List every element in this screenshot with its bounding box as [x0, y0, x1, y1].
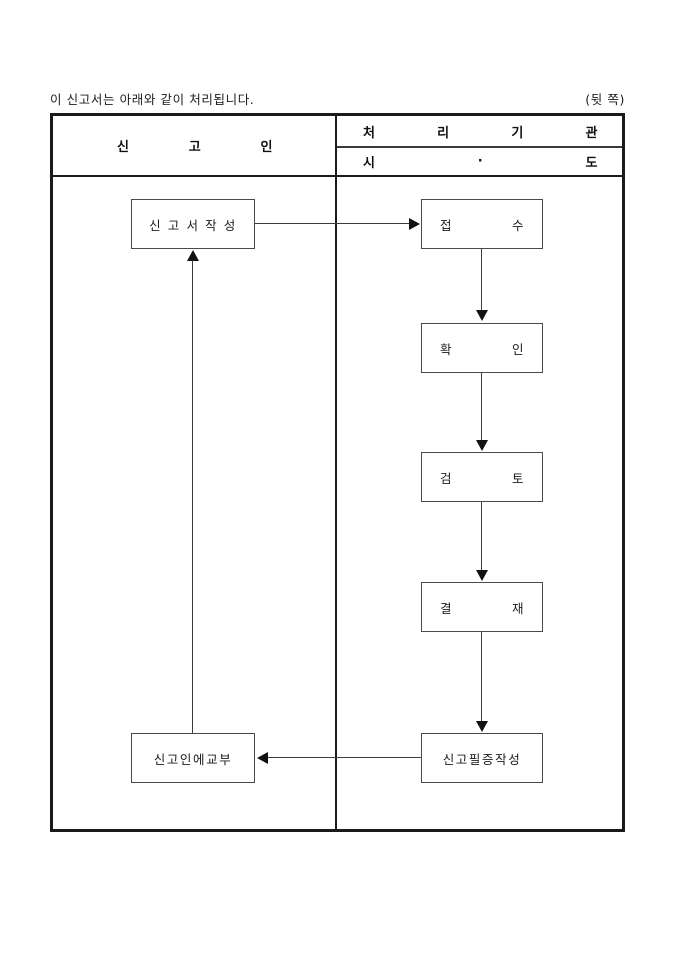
arrow-down-icon-to-approve	[476, 570, 488, 581]
flow-box-confirm-label: 확 인	[422, 339, 542, 358]
flow-box-deliver-to-declarant-label: 신고인에교부	[153, 751, 233, 767]
flow-box-receive[interactable]: 접 수	[421, 199, 543, 249]
header-sido-separator: ·	[477, 153, 484, 169]
header-agency-char-2: 리	[437, 125, 450, 141]
connector-approve-to-issue-certificate	[481, 632, 483, 722]
flow-box-review-label-left: 검	[440, 470, 453, 486]
flow-box-deliver-to-declarant[interactable]: 신고인에교부	[131, 733, 255, 783]
flow-box-issue-certificate[interactable]: 신고필증작성	[421, 733, 543, 783]
header-declarant: 신 고 인	[53, 116, 335, 175]
connector-deliver-to-write-form	[192, 261, 194, 733]
page-side-label: (뒷 쪽)	[585, 92, 625, 107]
header-sido-char-1: 시	[363, 155, 376, 171]
caption-row: 이 신고서는 아래와 같이 처리됩니다. (뒷 쪽)	[50, 89, 625, 109]
header-agency-char-3: 기	[511, 125, 524, 141]
arrow-right-icon-to-receive	[409, 218, 420, 230]
connector-review-to-approve	[481, 502, 483, 571]
flow-box-issue-certificate-label: 신고필증작성	[442, 751, 522, 767]
arrow-down-icon-to-issue-certificate	[476, 721, 488, 732]
arrow-up-icon-to-write-form	[187, 250, 199, 261]
flow-box-review-label-right: 토	[511, 470, 524, 486]
header-declarant-char-2: 고	[188, 140, 202, 155]
arrow-down-icon-to-review	[476, 440, 488, 451]
header-sido: 시 · 도	[337, 148, 622, 175]
header-agency-char-1: 처	[363, 125, 376, 141]
process-flow-table: 신 고 인 처 리 기 관 시 · 도 신 고 서 작 성 신고인에교부 접 수…	[50, 113, 625, 832]
flow-box-receive-label: 접 수	[422, 215, 542, 234]
header-agency-char-4: 관	[585, 125, 598, 141]
connector-issue-certificate-to-deliver	[268, 757, 421, 759]
header-rule-agency-sido	[337, 146, 622, 148]
column-divider	[335, 116, 337, 829]
flow-box-approve-label-left: 결	[440, 600, 453, 616]
header-sido-char-3: 도	[585, 155, 598, 171]
arrow-down-icon-to-confirm	[476, 310, 488, 321]
connector-confirm-to-review	[481, 373, 483, 441]
flow-box-confirm-label-right: 인	[511, 341, 524, 357]
header-declarant-char-3: 인	[260, 140, 273, 155]
flow-box-approve-label: 결 재	[422, 598, 542, 617]
flow-box-review[interactable]: 검 토	[421, 452, 543, 502]
flow-box-approve-label-right: 재	[511, 600, 524, 616]
header-declarant-char-1: 신	[117, 140, 130, 155]
connector-receive-to-confirm	[481, 249, 483, 311]
intro-text: 이 신고서는 아래와 같이 처리됩니다.	[50, 92, 255, 107]
header-rule-declarant	[53, 175, 335, 177]
connector-write-form-to-receive	[255, 223, 410, 225]
flow-box-receive-label-left: 접	[440, 217, 453, 233]
header-processing-agency: 처 리 기 관	[337, 116, 622, 146]
arrow-left-icon-to-deliver	[257, 752, 268, 764]
flow-box-write-form[interactable]: 신 고 서 작 성	[131, 199, 255, 249]
flow-box-confirm-label-left: 확	[440, 341, 453, 357]
header-rule-agency	[337, 175, 622, 177]
flow-box-confirm[interactable]: 확 인	[421, 323, 543, 373]
flow-box-approve[interactable]: 결 재	[421, 582, 543, 632]
flow-box-review-label: 검 토	[422, 468, 542, 487]
flow-box-receive-label-right: 수	[511, 217, 524, 233]
flow-box-write-form-label: 신 고 서 작 성	[149, 217, 237, 233]
